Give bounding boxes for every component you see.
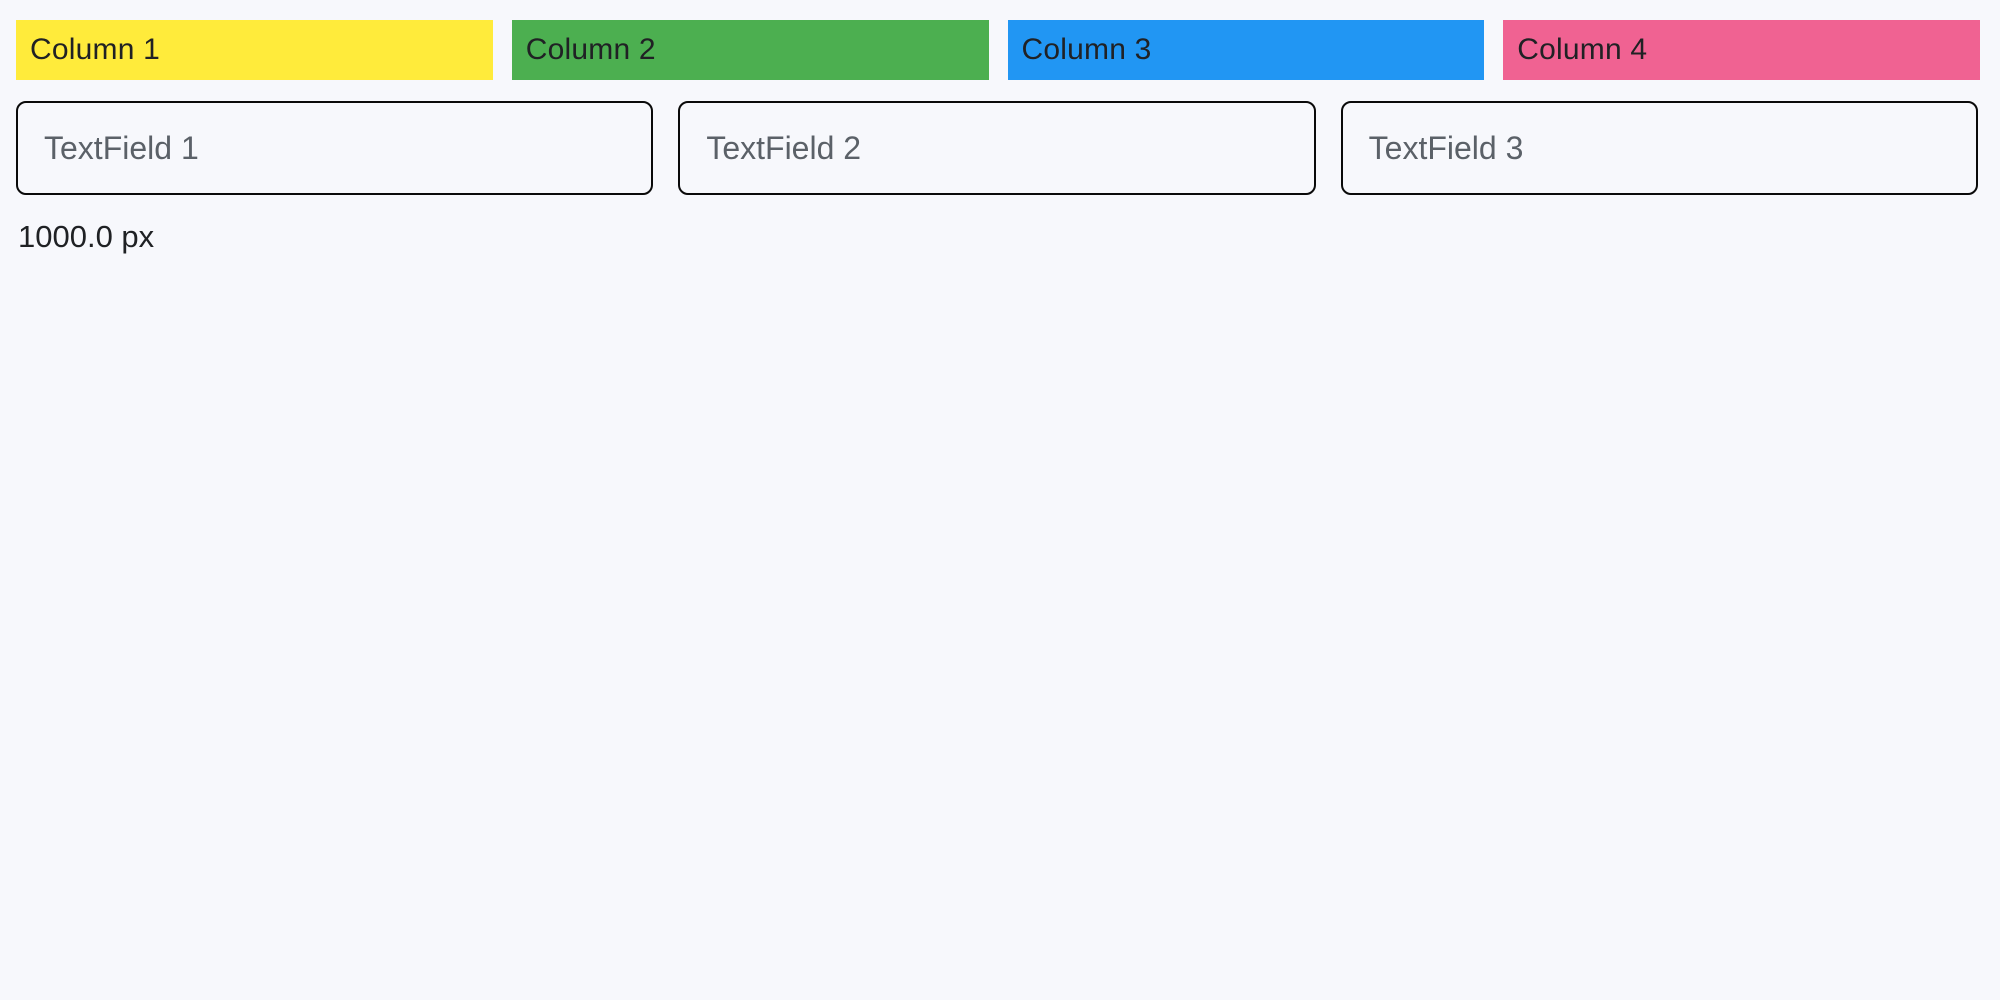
column-1-label: Column 1 [30, 33, 160, 66]
column-2-label: Column 2 [525, 33, 656, 66]
width-label: 1000.0 px [18, 219, 155, 254]
column-bar-2: Column 2 [511, 20, 989, 80]
column-bar-1: Column 1 [16, 20, 493, 80]
column-bar-4: Column 4 [1503, 20, 1980, 80]
column-4-label: Column 4 [1517, 33, 1648, 66]
textfield-3[interactable] [1340, 101, 1978, 195]
column-3-label: Column 3 [1021, 33, 1152, 66]
columns-row: Column 1 Column 2 Column 3 Column 4 [0, 0, 2000, 80]
column-bar-3: Column 3 [1007, 20, 1485, 80]
textfields-row [16, 101, 1978, 195]
textfield-1[interactable] [16, 101, 654, 195]
textfield-2[interactable] [678, 101, 1316, 195]
